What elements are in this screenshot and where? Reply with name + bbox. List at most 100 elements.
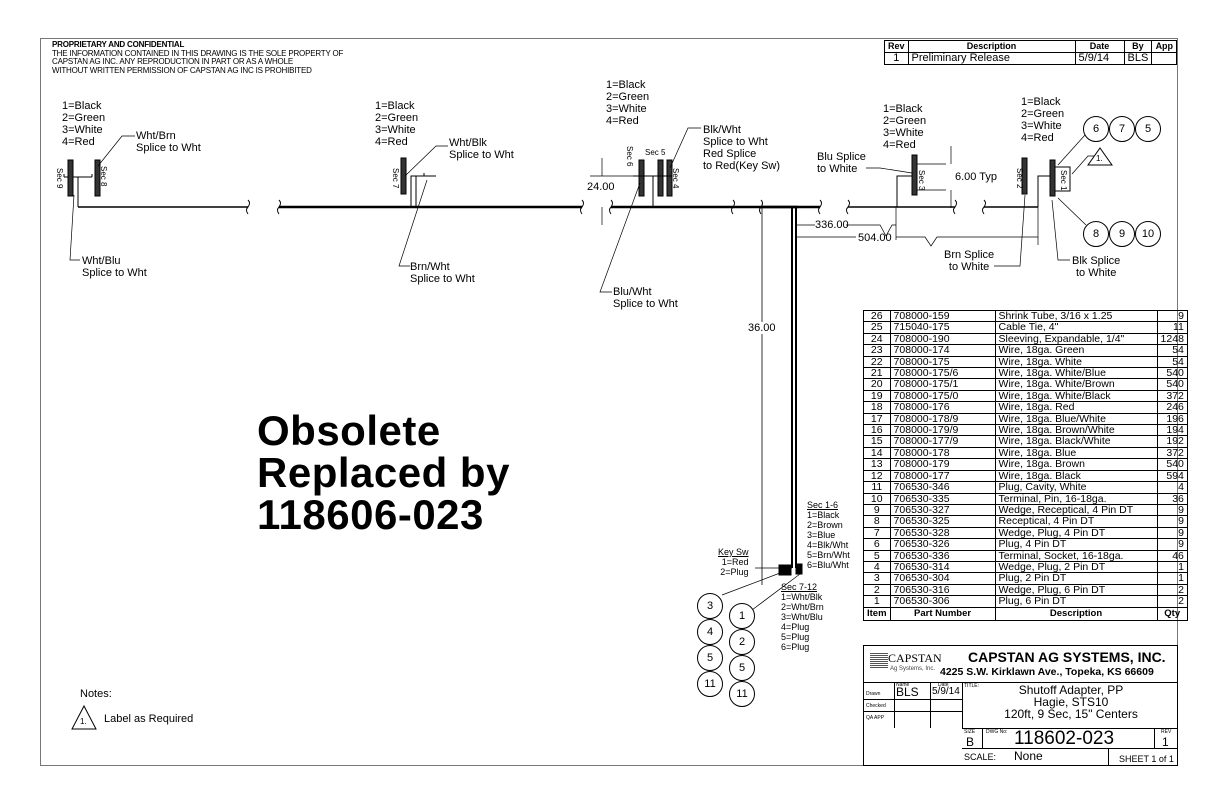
legend-pin: 2=Wht/Brn	[781, 602, 824, 612]
part-number: 706530-314	[889, 560, 996, 574]
pin-3: 3=White	[606, 103, 647, 115]
section-label-sec6: Sec 6	[625, 146, 634, 167]
qty-header: Qty	[1156, 606, 1188, 621]
item-balloon: 11	[729, 681, 755, 707]
pin-3: 3=White	[883, 127, 924, 139]
item-number: 24	[863, 332, 891, 346]
part-description: Wedge, Receptical, 4 Pin DT	[994, 503, 1158, 517]
part-number: 706530-328	[889, 526, 996, 540]
item-number: 15	[863, 435, 891, 448]
obsolete-line: Replaced by	[257, 449, 510, 496]
part-description: Wire, 18ga. White	[994, 355, 1158, 369]
rev-date: 5/9/14	[1074, 52, 1125, 65]
drawing-number: 118602-023	[1014, 728, 1115, 749]
note-item: Label as Required	[104, 713, 194, 725]
dimension-336: 336.00	[815, 219, 849, 231]
callout-wht-blk: Wht/Blk Splice to Wht	[449, 137, 514, 161]
quantity: 192	[1156, 435, 1188, 448]
item-number: 26	[863, 309, 891, 323]
part-description: Terminal, Socket, 16-18ga.	[994, 549, 1158, 562]
quantity: 1248	[1156, 332, 1188, 346]
item-number: 3	[863, 572, 891, 585]
item-number: 5	[863, 549, 891, 562]
callout-line: Brn/Wht	[410, 261, 450, 273]
part-description: Plug, 4 Pin DT	[994, 538, 1158, 551]
pin-1: 1=Black	[883, 103, 923, 115]
connector-sec1	[1049, 159, 1056, 197]
pin-legend-sec1: 1=Black 2=Green 3=White 4=Red	[1021, 96, 1064, 144]
pin-legend-sec6: 1=Black 2=Green 3=White 4=Red	[606, 79, 649, 127]
part-description: Wedge, Plug, 4 Pin DT	[994, 526, 1158, 540]
dimension-504: 504.00	[858, 232, 892, 244]
revision: 1	[1162, 735, 1169, 749]
connector-sec8	[94, 159, 101, 197]
title-block: CAPSTAN Ag Systems, Inc. CAPSTAN AG SYST…	[863, 645, 1178, 766]
connector-sec2	[1021, 157, 1028, 195]
item-balloon: 1	[729, 603, 755, 629]
legend-title: Key Sw	[718, 547, 749, 557]
quantity: 194	[1156, 424, 1188, 437]
part-number: 706530-335	[889, 492, 996, 505]
approval-block: Name Date Drawn BLS 5/9/14 Checked QA AP…	[864, 682, 963, 728]
item-number: 19	[863, 389, 891, 403]
proprietary-line: THE INFORMATION CONTAINED IN THIS DRAWIN…	[52, 48, 344, 58]
quantity: 372	[1156, 389, 1188, 403]
quantity: 1	[1156, 560, 1188, 574]
dwg-label: DWG No:	[986, 729, 1008, 735]
legend-title: Sec 1-6	[807, 500, 839, 510]
description-header: Description	[994, 606, 1158, 621]
part-number: 708000-174	[889, 344, 996, 357]
callout-wht-brn: Wht/Brn Splice to Wht	[136, 130, 201, 154]
part-description: Cable Tie, 4"	[994, 321, 1158, 334]
callout-line: to White	[817, 163, 858, 175]
legend-pin: 4=Plug	[781, 622, 810, 632]
break-mark	[609, 199, 613, 215]
pin-legend-sec7: 1=Black 2=Green 3=White 4=Red	[375, 100, 418, 148]
item-number: 20	[863, 378, 891, 391]
company-block: CAPSTAN Ag Systems, Inc. CAPSTAN AG SYST…	[864, 646, 1177, 683]
section-label-sec5: Sec 5	[645, 148, 666, 157]
item-number: 21	[863, 367, 891, 380]
title-line: Hagie, STS10	[1033, 695, 1109, 709]
callout-brn-splice: Brn Splice to White	[944, 249, 994, 273]
part-description: Receptical, 4 Pin DT	[994, 515, 1158, 528]
pin-1: 1=Black	[1021, 96, 1061, 108]
company-address: 4225 S.W. Kirklawn Ave., Topeka, KS 6660…	[940, 666, 1154, 678]
quantity: 540	[1156, 367, 1188, 380]
dimension-24: 24.00	[587, 181, 615, 193]
item-number: 4	[863, 560, 891, 574]
part-description: Wire, 18ga. Blue	[994, 446, 1158, 460]
part-description: Wedge, Plug, 6 Pin DT	[994, 583, 1158, 597]
legend-pin: 3=Wht/Blu	[781, 612, 823, 622]
callout-blk-wht: Blk/Wht Splice to Wht Red Splice to Red(…	[703, 124, 780, 172]
quantity: 54	[1156, 344, 1188, 357]
part-number: 708000-178/9	[889, 412, 996, 426]
quantity: 9	[1156, 309, 1188, 323]
legend-pin: 2=Brown	[807, 520, 843, 530]
part-number: 708000-179	[889, 458, 996, 471]
part-number: 708000-175/0	[889, 389, 996, 403]
break-mark	[246, 199, 250, 215]
revision-row: 1 Preliminary Release 5/9/14 BLS	[884, 52, 1178, 65]
pin-4: 4=Red	[1021, 132, 1054, 144]
part-number: 706530-336	[889, 549, 996, 562]
callout-blu-splice: Blu Splice to White	[817, 151, 866, 175]
callout-line: Wht/Blu	[82, 255, 121, 267]
connector-sec5	[657, 159, 664, 197]
part-number: 706530-346	[889, 481, 996, 494]
item-number: 23	[863, 344, 891, 357]
proprietary-notice: PROPRIETARY AND CONFIDENTIAL THE INFORMA…	[52, 40, 344, 75]
item-header: Item	[863, 606, 891, 621]
